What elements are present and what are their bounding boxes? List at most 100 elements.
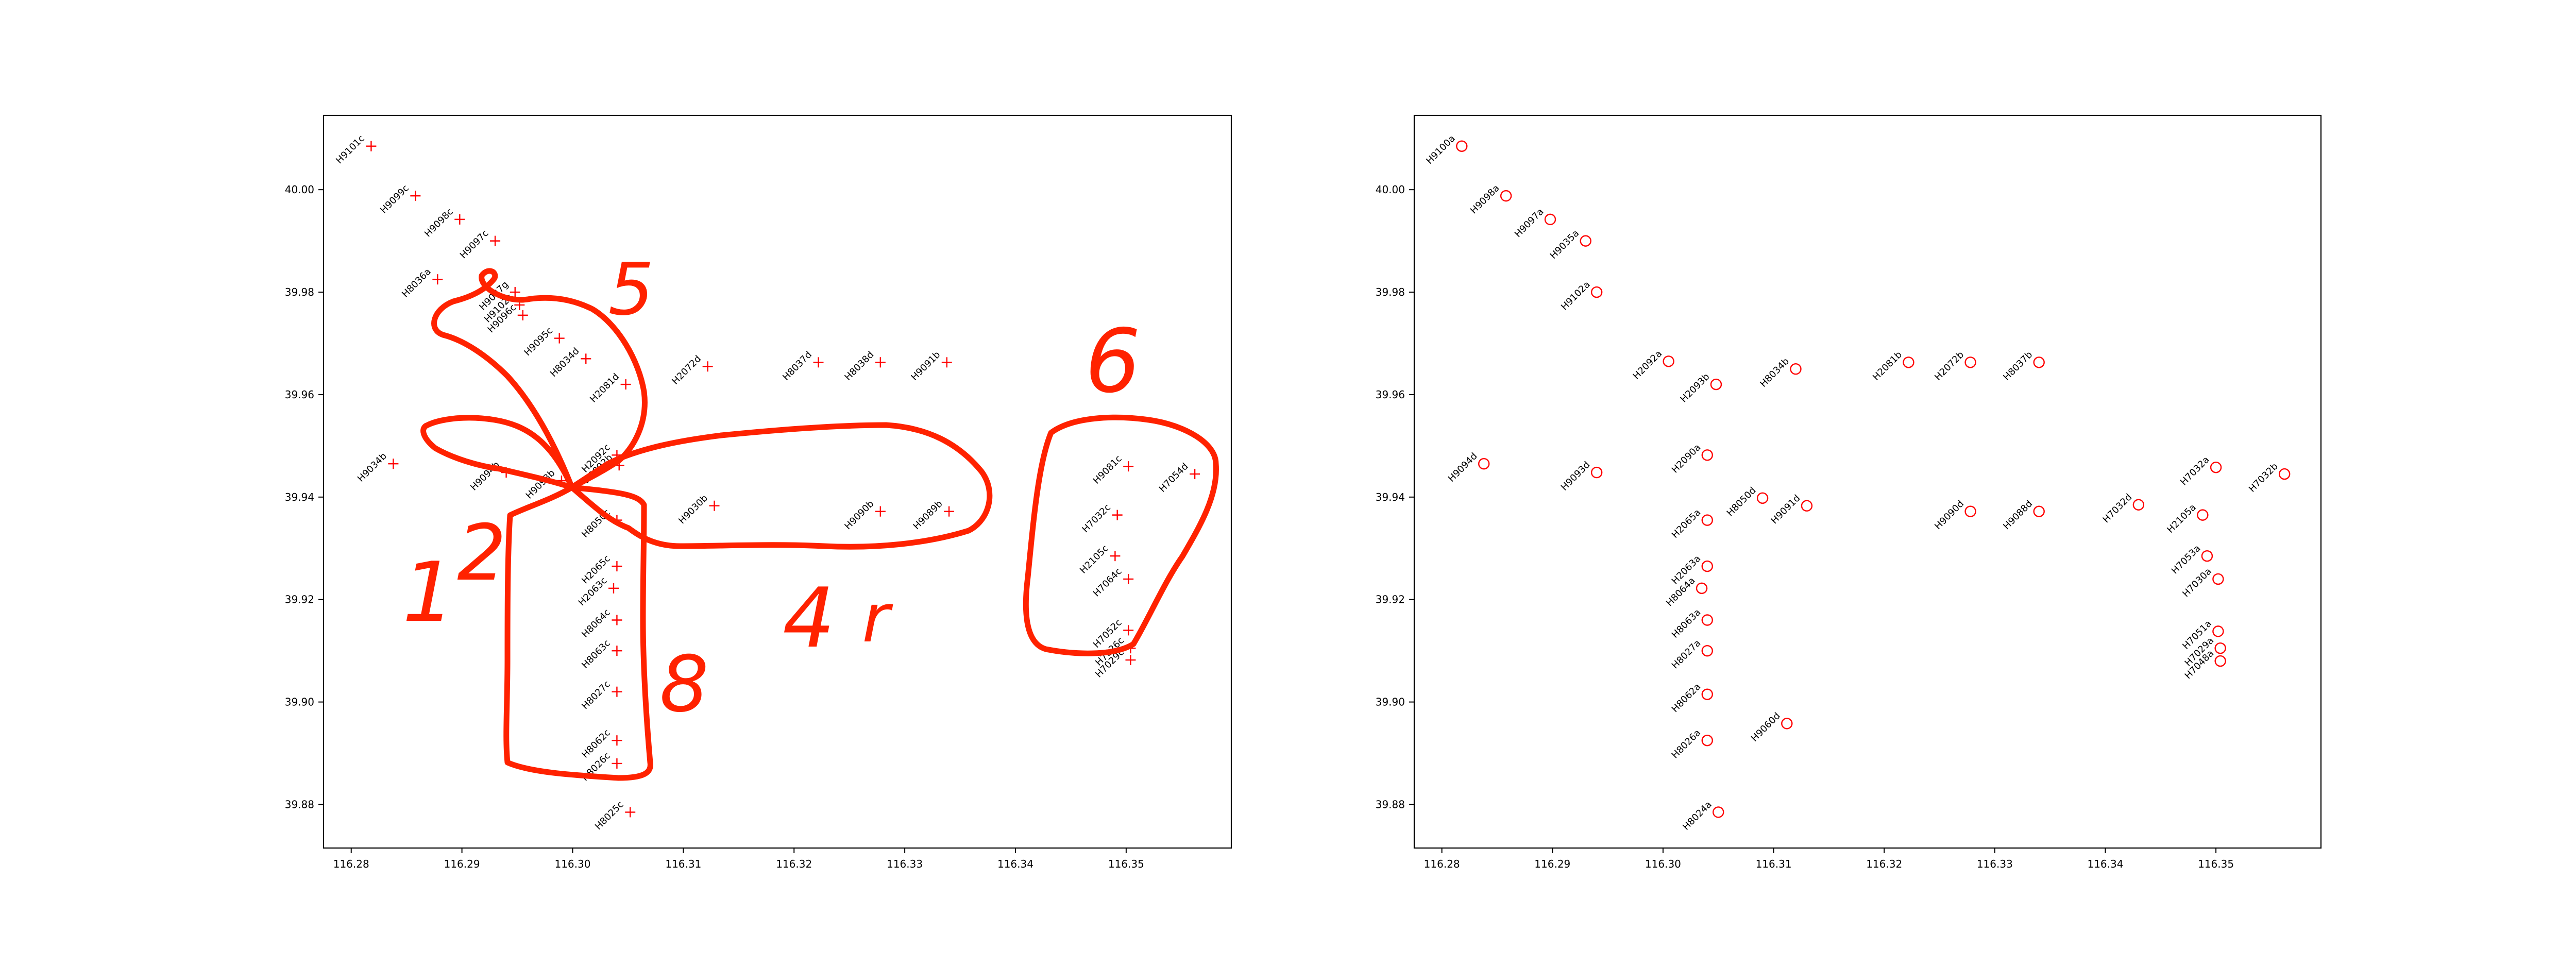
circle-marker xyxy=(2201,550,2213,562)
point-label: H8024a xyxy=(1681,799,1714,833)
circle-marker xyxy=(2212,625,2224,637)
circle-marker xyxy=(1701,734,1713,747)
plus-marker xyxy=(1110,551,1121,562)
point-label: H9093d xyxy=(1559,460,1592,493)
point-label: H9034b xyxy=(355,451,389,484)
circle-marker xyxy=(1696,582,1708,595)
y-tick-label: 39.88 xyxy=(285,798,314,810)
circle-marker xyxy=(1456,140,1468,152)
point-label: H8027c xyxy=(580,679,613,711)
plus-marker xyxy=(366,141,377,151)
axes-frame xyxy=(323,114,1232,849)
point-label: H2072d xyxy=(670,353,703,387)
x-tick-label: 116.28 xyxy=(333,858,369,870)
point-label: H9097c xyxy=(458,228,491,261)
loop-5-region xyxy=(431,268,648,490)
digit-1-annotation: 1 xyxy=(402,544,455,640)
point-label: H9097a xyxy=(1513,207,1546,240)
circle-marker xyxy=(1964,357,1976,368)
point-label: H9091d xyxy=(1769,493,1803,526)
point-label: H8037d xyxy=(781,349,814,383)
x-tick-label: 116.29 xyxy=(444,858,480,870)
y-tick-label: 39.96 xyxy=(285,388,314,401)
plus-marker xyxy=(875,506,886,517)
circle-marker xyxy=(2132,499,2145,511)
x-tick-label: 116.32 xyxy=(776,858,812,870)
point-label: H8026a xyxy=(1670,727,1703,761)
plus-marker xyxy=(702,361,713,372)
circle-marker xyxy=(1701,560,1713,572)
digit-2-annotation: 2 xyxy=(457,509,506,598)
point-label: H7032b xyxy=(2247,461,2280,495)
y-tick-label: 39.98 xyxy=(1376,286,1405,298)
point-label: H8064c xyxy=(580,607,613,640)
plus-marker xyxy=(410,191,421,201)
point-label: H9095c xyxy=(522,325,555,358)
plus-marker xyxy=(941,357,952,368)
circle-marker xyxy=(2212,573,2224,585)
point-label: H9098c xyxy=(422,207,455,240)
circle-marker xyxy=(2214,655,2226,667)
point-label: H7032c xyxy=(1080,502,1113,535)
point-label: H8062a xyxy=(1670,681,1703,715)
y-tick-label: 39.88 xyxy=(1376,798,1405,810)
point-label: H7064c xyxy=(1091,566,1124,599)
plus-marker xyxy=(620,379,631,390)
circle-marker xyxy=(1478,457,1490,470)
circle-marker xyxy=(1590,466,1603,479)
point-label: H8025c xyxy=(593,799,626,832)
point-label: H7032d xyxy=(2100,492,2134,525)
plus-marker xyxy=(581,353,591,364)
plus-marker xyxy=(1112,510,1123,520)
loop-8-region xyxy=(503,484,653,781)
y-tick-label: 39.94 xyxy=(285,491,314,503)
digit-8-annotation: 8 xyxy=(659,640,708,730)
circle-marker xyxy=(2278,468,2291,480)
loop-6-region xyxy=(1023,414,1219,656)
circle-marker xyxy=(1500,190,1512,202)
y-tick-label: 39.92 xyxy=(285,594,314,606)
x-tick-label: 116.33 xyxy=(1977,858,2013,870)
circle-marker xyxy=(1580,235,1591,247)
plus-marker xyxy=(608,583,619,594)
point-label: H9081c xyxy=(1091,453,1124,486)
circle-marker xyxy=(2210,461,2222,473)
circle-marker xyxy=(1701,514,1713,526)
plus-marker xyxy=(1190,469,1200,480)
y-tick-label: 40.00 xyxy=(1376,183,1405,196)
circle-marker xyxy=(1964,505,1976,517)
point-label: H2105c xyxy=(1078,543,1111,576)
plus-marker xyxy=(709,500,720,511)
circle-marker xyxy=(1710,378,1722,391)
circle-marker xyxy=(1903,357,1914,368)
x-tick-label: 116.29 xyxy=(1534,858,1570,870)
plus-marker xyxy=(1123,625,1134,636)
loop-2-region xyxy=(420,415,575,490)
point-label: H9035a xyxy=(1548,228,1582,261)
y-tick-label: 40.00 xyxy=(285,183,314,196)
circle-marker xyxy=(1701,688,1713,700)
point-label: H9100a xyxy=(1424,133,1458,166)
point-label: H9089b xyxy=(911,498,945,532)
plus-marker xyxy=(1123,573,1134,584)
plus-marker xyxy=(875,357,886,368)
x-tick-label: 116.35 xyxy=(2198,858,2234,870)
point-label: H2093b xyxy=(1679,371,1712,405)
y-tick-label: 39.90 xyxy=(1376,696,1405,708)
point-label: H2065a xyxy=(1670,507,1703,540)
plus-marker xyxy=(1123,461,1134,472)
point-label: H8034d xyxy=(548,346,582,379)
point-label: H2092a xyxy=(1631,348,1665,382)
x-tick-label: 116.31 xyxy=(1756,858,1792,870)
point-label: H2072b xyxy=(1933,349,1966,383)
x-tick-label: 116.33 xyxy=(887,858,923,870)
circle-marker xyxy=(2197,509,2209,521)
plus-marker xyxy=(1125,655,1136,666)
y-tick-label: 39.94 xyxy=(1376,491,1405,503)
x-tick-label: 116.35 xyxy=(1108,858,1144,870)
point-label: H2105a xyxy=(2165,502,2198,535)
y-tick-label: 39.92 xyxy=(1376,594,1405,606)
circle-marker xyxy=(2214,642,2226,654)
